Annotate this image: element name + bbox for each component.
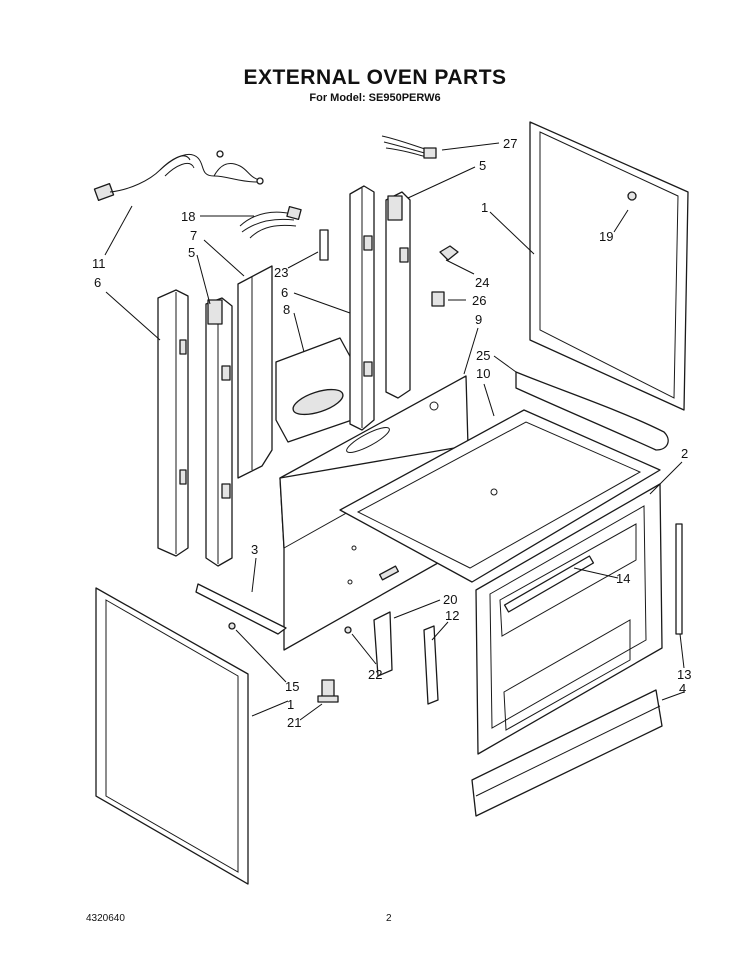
callout-label: 26 [472, 293, 486, 308]
clip-26-part [431, 291, 445, 307]
gasket-part [515, 371, 669, 451]
callout-label: 18 [181, 209, 195, 224]
bracket-20-part [373, 611, 393, 677]
page-number: 2 [386, 913, 392, 924]
callout-label: 15 [285, 679, 299, 694]
clip-24-part [439, 245, 459, 261]
trim-strip-part [503, 555, 595, 613]
callout-labels: 27 5 1 19 11 18 7 5 23 24 6 6 26 8 9 25 … [92, 136, 691, 730]
left-side-trim-part [157, 289, 189, 557]
callout-label: 6 [281, 285, 288, 300]
callout-label: 5 [479, 158, 486, 173]
callout-label: 21 [287, 715, 301, 730]
right-hinge-channel-part [385, 191, 411, 399]
callout-label: 9 [475, 312, 482, 327]
front-frame-part [475, 483, 663, 755]
callout-label: 23 [274, 265, 288, 280]
callout-label: 13 [677, 667, 691, 682]
power-cord-part [93, 150, 264, 202]
callout-label: 6 [94, 275, 101, 290]
callout-label: 1 [287, 697, 294, 712]
leader-lines [104, 142, 685, 721]
callout-label: 27 [503, 136, 517, 151]
callout-label: 20 [443, 592, 457, 607]
callout-label: 4 [679, 681, 686, 696]
screw-15-part [228, 622, 236, 630]
callout-label: 14 [616, 571, 630, 586]
callout-label: 8 [283, 302, 290, 317]
wire-harness-part [239, 205, 302, 239]
left-hinge-channel-part [205, 297, 233, 567]
side-trim-13-part [675, 523, 683, 635]
leveler-21-part [317, 679, 339, 703]
wire-connector-part [381, 135, 437, 159]
callout-label: 11 [92, 256, 106, 271]
document-number: 4320640 [86, 913, 125, 924]
base-rail-part [195, 583, 287, 635]
callout-label: 3 [251, 542, 258, 557]
callout-label: 25 [476, 348, 490, 363]
right-side-trim-part [349, 185, 375, 431]
callout-label: 10 [476, 366, 490, 381]
vent-duct-part [275, 337, 353, 443]
callout-label: 19 [599, 229, 613, 244]
oven-door-panel-part [95, 587, 249, 885]
callout-label: 2 [681, 446, 688, 461]
callout-label: 5 [188, 245, 195, 260]
callout-label: 22 [368, 667, 382, 682]
rear-left-panel-part [237, 265, 273, 479]
page-title: EXTERNAL OVEN PARTS [243, 66, 507, 89]
callout-label: 12 [445, 608, 459, 623]
callout-label: 7 [190, 228, 197, 243]
strip-23-part [319, 229, 329, 261]
cooktop-top-part [339, 409, 661, 583]
callout-label: 1 [481, 200, 488, 215]
toe-panel-part [471, 689, 663, 817]
callout-label: 24 [475, 275, 489, 290]
model-subtitle: For Model: SE950PERW6 [309, 92, 441, 104]
bracket-12-part [423, 625, 439, 705]
side-frame-right-part [529, 121, 689, 411]
screw-22-part [344, 626, 352, 634]
